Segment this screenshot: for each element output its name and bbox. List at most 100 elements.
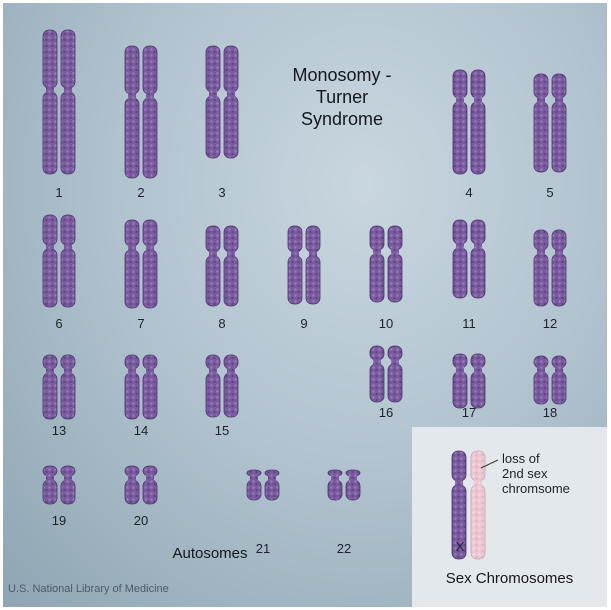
chromosome-pair-13 [42,354,76,420]
chromosome-label-1: 1 [55,185,63,200]
missing-sex-chromosome-q-arm [470,484,486,560]
chromosome-6-b-q-arm [60,248,76,308]
chromosome-label-3: 3 [218,185,226,200]
chromosome-19-a-q-arm [42,479,58,505]
chromosome-21-b-q-arm [264,479,280,501]
chromosome-15-a-centromere [209,368,217,374]
chromosome-9-a-p-arm [287,225,303,253]
loss-line-1: loss of [502,451,540,466]
chromosome-4-b-p-arm [470,69,486,99]
chromosome-3-a-p-arm [205,45,221,93]
chromosome-label-19: 19 [51,513,67,528]
chromosome-18-b-q-arm [551,371,567,405]
chromosome-11-b-centromere [474,243,482,249]
chromosome-19-b-p-arm [60,465,76,477]
chromosome-17-b-q-arm [470,371,486,409]
chromosome-16-a-centromere [373,359,381,365]
chromosome-label-17: 17 [461,405,477,420]
chromosome-6-a-p-arm [42,214,58,246]
chromosome-12-b-q-arm [551,253,567,307]
chromosome-18-a-q-arm [533,371,549,405]
x-chromosome-p-arm [451,450,467,482]
chromosome-12-a-p-arm [533,229,549,251]
chromosome-5-a-p-arm [533,73,549,99]
chromosome-label-16: 16 [378,405,394,420]
loss-line-3: chromsome [502,481,570,496]
chromosome-label-22: 22 [336,541,352,556]
chromosome-20-a-centromere [128,475,136,481]
title-line-2: Turner [315,87,369,107]
chromosome-11-a-p-arm [452,219,468,245]
chromosome-3-a-centromere [209,91,217,97]
chromosome-16-b-q-arm [387,363,403,403]
chromosome-17-a-p-arm [452,353,468,369]
chromosome-label-20: 20 [133,513,149,528]
chromosome-16-b-p-arm [387,345,403,361]
chromosome-19-a-centromere [46,475,54,481]
chromosome-16-a-q-arm [369,363,385,403]
chromosome-18-a-centromere [537,367,545,373]
chromosome-7-b-q-arm [142,249,158,309]
chromosome-pair-3 [205,45,239,159]
chromosome-6-a-centromere [46,244,54,250]
chromosome-9-a-q-arm [287,255,303,305]
pointer-line [480,459,499,469]
chromosome-5-a-centromere [537,97,545,103]
chromosome-4-a-p-arm [452,69,468,99]
chromosome-8-a-q-arm [205,255,221,307]
chromosome-pair-20 [124,465,158,505]
chromosome-pair-7 [124,219,158,309]
chromosome-1-b-centromere [64,87,72,93]
chromosome-pair-17 [452,353,486,409]
chromosome-pair-6 [42,214,76,308]
chromosome-2-a-centromere [128,93,136,99]
chromosome-label-4: 4 [465,185,473,200]
chromosome-17-b-p-arm [470,353,486,369]
sex-chromosomes-panel: X loss of 2nd sex chromsome Sex Chromoso… [412,427,607,607]
chromosome-11-b-q-arm [470,247,486,299]
chromosome-8-a-p-arm [205,225,221,253]
chromosome-pair-18 [533,355,567,405]
missing-sex-chromosome-p-arm [470,450,486,482]
chromosome-21-a-centromere [250,475,258,481]
chromosome-14-b-q-arm [142,372,158,420]
chromosome-11-b-p-arm [470,219,486,245]
chromosome-14-b-centromere [146,368,154,374]
chromosome-6-b-p-arm [60,214,76,246]
chromosome-label-9: 9 [300,316,308,331]
chromosome-14-b-p-arm [142,354,158,370]
title-line-1: Monosomy - [292,65,392,85]
chromosome-15-a-p-arm [205,354,221,370]
credit-text: U.S. National Library of Medicine [8,583,169,595]
loss-annotation: loss of 2nd sex chromsome [502,451,602,496]
chromosome-pair-22 [327,469,361,501]
chromosome-9-b-centromere [309,251,317,257]
chromosome-7-b-p-arm [142,219,158,247]
chromosome-19-b-q-arm [60,479,76,505]
chromosome-6-a-q-arm [42,248,58,308]
chromosome-4-a-q-arm [452,101,468,175]
diagram-title: Monosomy - Turner Syndrome [272,64,412,130]
chromosome-20-a-p-arm [124,465,140,477]
missing-sex-chromosome-centromere [474,480,482,486]
chromosome-16-a-p-arm [369,345,385,361]
chromosome-10-a-p-arm [369,225,385,251]
loss-line-2: 2nd sex [502,466,548,481]
chromosome-3-b-q-arm [223,95,239,159]
chromosome-15-b-centromere [227,368,235,374]
chromosome-14-a-p-arm [124,354,140,370]
chromosome-7-a-q-arm [124,249,140,309]
chromosome-label-8: 8 [218,316,226,331]
chromosome-pair-15 [205,354,239,418]
chromosome-10-a-q-arm [369,253,385,303]
chromosome-pair-4 [452,69,486,175]
chromosome-17-b-centromere [474,367,482,373]
chromosome-14-a-centromere [128,368,136,374]
chromosome-8-b-centromere [227,251,235,257]
chromosome-label-21: 21 [255,541,271,556]
chromosome-7-a-p-arm [124,219,140,247]
chromosome-label-6: 6 [55,316,63,331]
chromosome-label-13: 13 [51,423,67,438]
x-chromosome-centromere [455,480,463,486]
